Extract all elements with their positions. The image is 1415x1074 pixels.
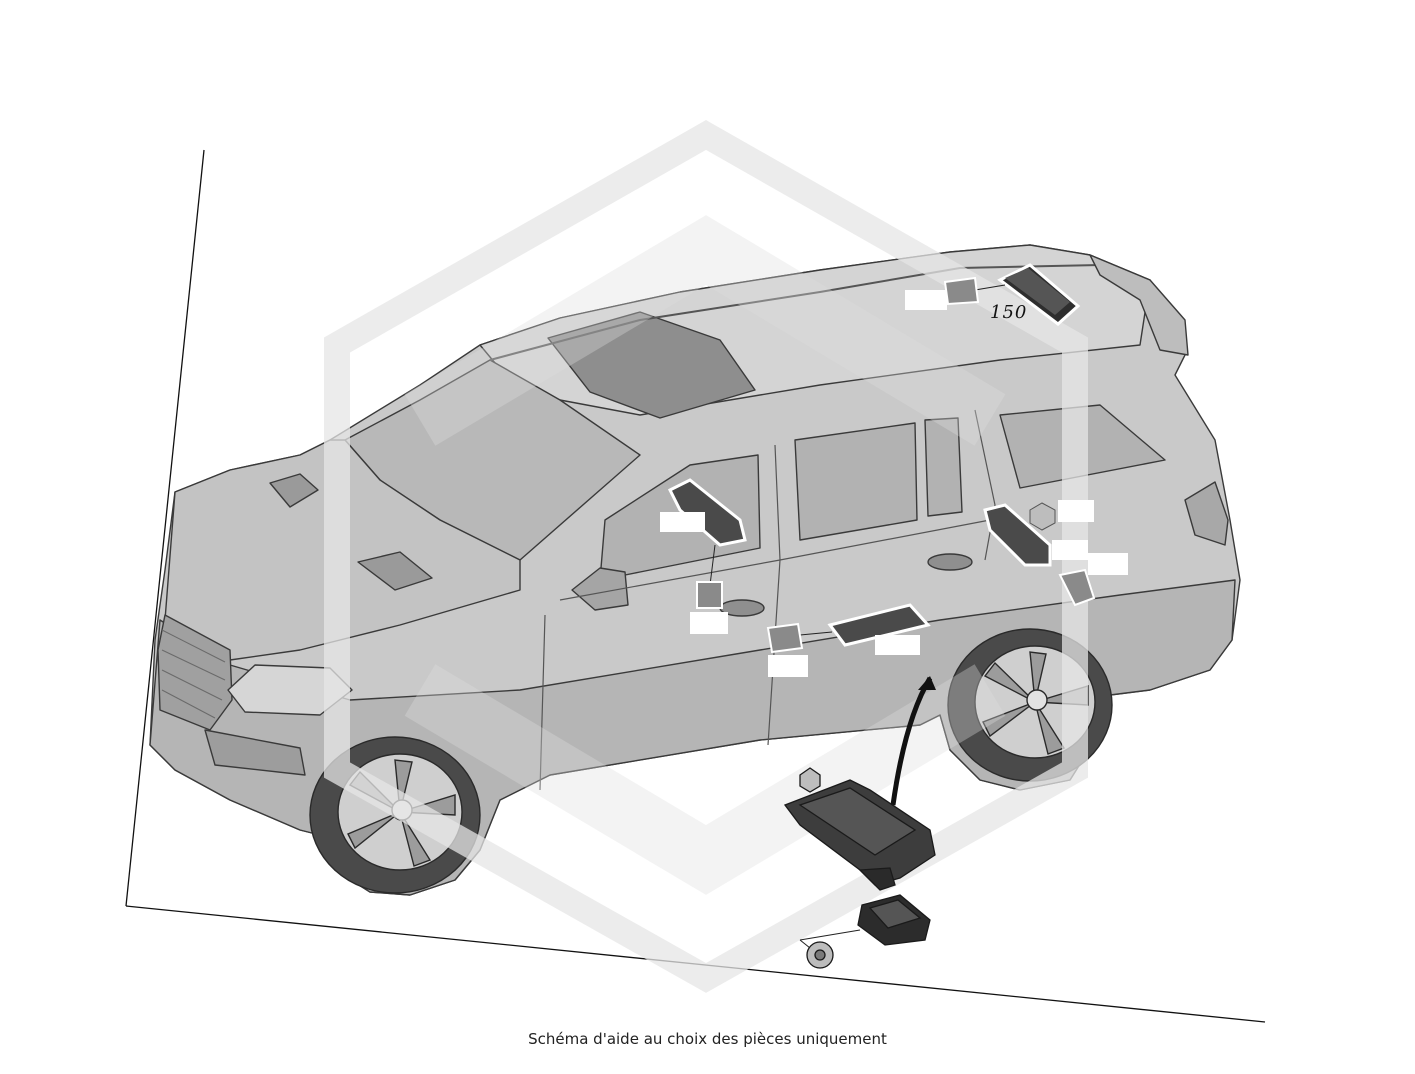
nut-icon bbox=[1029, 502, 1056, 531]
headlight bbox=[227, 664, 353, 716]
nut-icon bbox=[799, 767, 821, 793]
label-placeholder bbox=[1088, 553, 1128, 575]
label-placeholder bbox=[905, 290, 947, 310]
hood-vents bbox=[269, 473, 433, 591]
label-placeholder bbox=[768, 655, 808, 677]
part-number-150[interactable]: 150 bbox=[990, 302, 1027, 323]
grille-slats bbox=[161, 629, 226, 719]
roof-rail bbox=[489, 264, 1101, 361]
rear-spoiler bbox=[1089, 254, 1189, 356]
door-lines bbox=[539, 409, 996, 791]
label-placeholder bbox=[875, 635, 920, 655]
front-bumper-detail bbox=[204, 729, 306, 776]
label-placeholder bbox=[1052, 540, 1088, 560]
label-placeholder bbox=[1058, 500, 1094, 522]
roof-module-part[interactable] bbox=[905, 263, 1081, 326]
rear-quarter-window-1 bbox=[924, 417, 963, 517]
front-grille bbox=[157, 614, 233, 731]
door-sensor-part[interactable] bbox=[766, 603, 931, 677]
rear-door-window bbox=[794, 422, 918, 541]
label-placeholder bbox=[690, 612, 728, 634]
front-door-bracket-part[interactable] bbox=[660, 478, 747, 634]
control-unit-bracket-part[interactable] bbox=[783, 767, 936, 891]
control-module-part[interactable] bbox=[799, 894, 931, 969]
label-placeholder bbox=[660, 512, 705, 532]
watermark-logo bbox=[324, 120, 1088, 993]
arrow-head-icon bbox=[918, 676, 936, 690]
rear-door-bracket-part[interactable] bbox=[983, 500, 1128, 607]
sunroof bbox=[547, 311, 756, 419]
frame-left-line bbox=[125, 149, 205, 907]
disclaimer-caption: Schéma d'aide au choix des pièces unique… bbox=[528, 1030, 887, 1048]
door-handles bbox=[719, 553, 973, 617]
taillight bbox=[1184, 481, 1229, 546]
